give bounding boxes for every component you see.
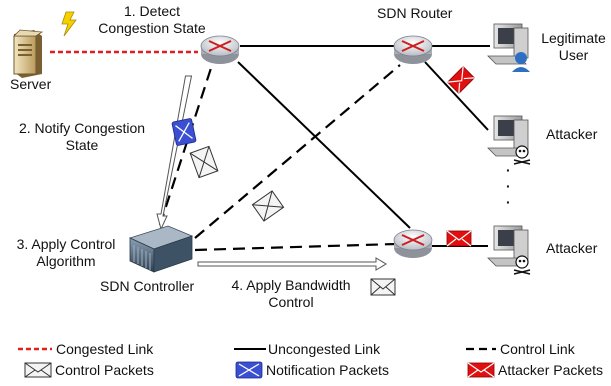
control-link-controller-router2 [194, 64, 401, 239]
uncongested-link-router2-attacker [424, 61, 489, 131]
legend-attacker-packets-label: Attacker Packets [498, 362, 604, 378]
step4-label: 4. Apply Bandwidth Control [231, 277, 351, 310]
legend-control-link-label: Control Link [500, 341, 575, 357]
attacker-top-icon [487, 115, 531, 165]
ellipsis-dot: · [506, 162, 511, 178]
server-icon [13, 29, 44, 78]
control-packet-icon [370, 278, 396, 296]
control-packet-icon [251, 190, 285, 222]
attacker-bottom-label: Attacker [546, 240, 598, 256]
sdn-controller-label: SDN Controller [100, 278, 195, 294]
legend-congested-link-label: Congested Link [56, 341, 154, 357]
uncongested-links [237, 45, 490, 247]
legend-attacker-packet-icon [467, 362, 495, 378]
sdn-router-icon [393, 35, 433, 64]
legend-uncongested-link-label: Uncongested Link [268, 341, 381, 357]
router-3-icon [393, 229, 433, 258]
control-link-controller-router1 [158, 64, 214, 226]
bandwidth-control-arrow [197, 257, 387, 271]
control-links [158, 64, 401, 252]
attacker-bottom-icon [487, 225, 531, 275]
step3-label: 3. Apply Control Algorithm [16, 236, 116, 269]
ellipsis-dot: · [506, 194, 511, 210]
legend-control-packet-icon [24, 362, 52, 378]
control-packet-icon [189, 145, 219, 179]
control-link-controller-router3 [194, 242, 397, 252]
uncongested-link-router1-router3 [237, 61, 411, 229]
legend-control-packets-label: Control Packets [55, 362, 154, 378]
attacker-top-label: Attacker [546, 126, 598, 142]
ellipsis-dot: · [506, 178, 511, 194]
notify-arrow [156, 75, 193, 231]
lightning-icon [61, 11, 77, 37]
sdn-router-label: SDN Router [377, 5, 453, 21]
step1-label: 1. Detect Congestion State [98, 3, 206, 36]
legitimate-user-icon [487, 23, 530, 72]
attacker-packet-icon [446, 65, 476, 95]
router-1-icon [200, 35, 240, 64]
server-label: Server [10, 76, 52, 92]
step2-label: 2. Notify Congestion State [18, 120, 146, 153]
notification-packet-icon [171, 118, 197, 146]
legitimate-user-label: Legitimate User [541, 30, 606, 63]
attacker-packet-icon [446, 230, 472, 247]
legend-notification-packet-icon [235, 361, 263, 379]
legend-notification-packets-label: Notification Packets [266, 362, 389, 378]
sdn-controller-icon [128, 225, 194, 273]
